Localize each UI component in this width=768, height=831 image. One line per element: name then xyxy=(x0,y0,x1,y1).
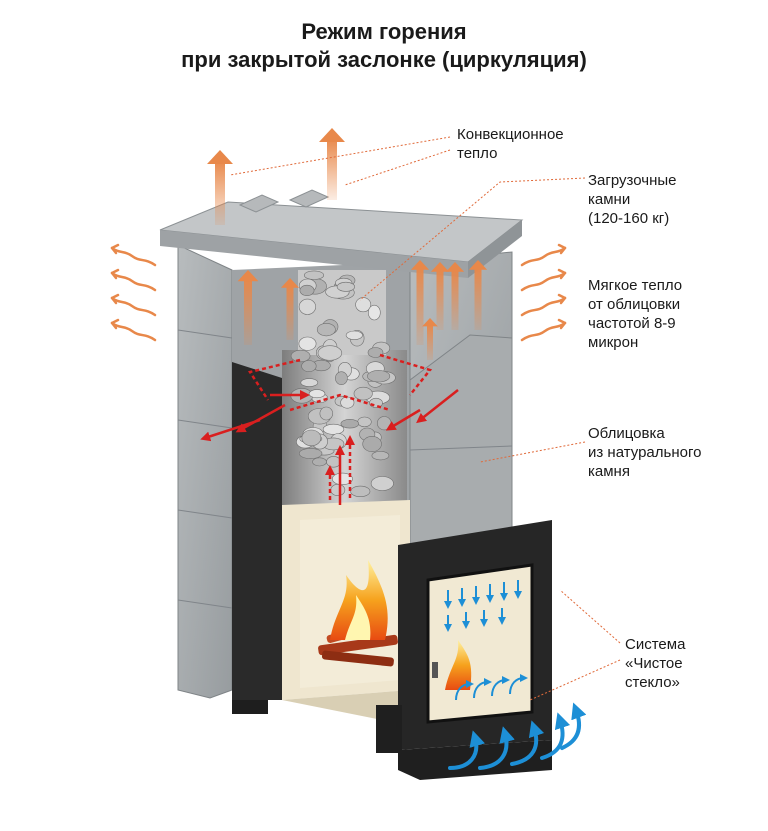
heat-arrow-head xyxy=(207,150,233,164)
heat-arrow-head xyxy=(410,260,430,270)
callout-soft-heat-line-1: Мягкое тепло xyxy=(588,277,683,294)
callout-cladding-line-1: Облицовка xyxy=(588,425,665,442)
heat-arrow-shaft xyxy=(215,160,225,225)
stone xyxy=(336,281,356,292)
heat-arrow-head xyxy=(468,260,488,270)
stone xyxy=(367,304,381,321)
stone xyxy=(308,389,326,399)
stone xyxy=(300,378,319,387)
callout-clean-glass-line-1: Система xyxy=(625,636,686,653)
circulation-flow-arrows xyxy=(200,353,459,505)
stone xyxy=(377,416,392,431)
stone xyxy=(350,485,371,498)
stone xyxy=(340,419,359,429)
callout-soft-heat: Мягкое тепло от облицовки частотой 8-9 м… xyxy=(588,276,682,352)
heat-arrow-head xyxy=(319,128,345,142)
title-line-1: Режим горения xyxy=(301,19,467,44)
stone xyxy=(301,429,322,447)
stone xyxy=(357,416,372,428)
heat-arrow-shaft xyxy=(416,267,424,345)
callout-clean-glass-line-2: «Чистое xyxy=(625,655,683,672)
callout-convection: Конвекционное тепло xyxy=(457,125,564,163)
callout-cladding: Облицовка из натурального камня xyxy=(588,424,701,481)
radiant-heat-left xyxy=(110,243,157,342)
stone xyxy=(303,270,324,280)
stone-top-slab xyxy=(159,189,524,278)
stone xyxy=(290,349,311,363)
heat-arrow-shaft xyxy=(451,269,459,330)
callout-convection-line-1: Конвекционное xyxy=(457,126,564,143)
stone xyxy=(312,457,327,467)
heat-arrow-shaft xyxy=(327,138,337,200)
convection-heat-arrows xyxy=(207,128,488,360)
stone xyxy=(299,284,315,296)
heat-arrow-head xyxy=(280,278,300,288)
callout-stones-line-2: камни xyxy=(588,191,631,208)
callout-stones-line-3: (120-160 кг) xyxy=(588,210,670,227)
stone-cladding-left xyxy=(177,244,233,699)
stone xyxy=(298,298,317,315)
stone xyxy=(367,370,391,383)
stone xyxy=(335,371,348,386)
callout-convection-line-2: тепло xyxy=(457,145,498,162)
diagram-title: Режим горения при закрытой заслонке (цир… xyxy=(0,18,768,74)
heat-arrow-shaft xyxy=(427,324,433,360)
stone xyxy=(367,347,384,358)
callout-soft-heat-line-2: от облицовки xyxy=(588,296,681,313)
callout-stones-line-1: Загрузочные xyxy=(588,172,677,189)
callout-soft-heat-line-4: микрон xyxy=(588,334,639,351)
heat-arrow-shaft xyxy=(286,285,294,340)
heat-arrow-head xyxy=(422,318,438,327)
callout-cladding-line-2: из натурального xyxy=(588,444,702,461)
stone xyxy=(319,406,333,421)
stone xyxy=(353,386,373,401)
heat-arrow-shaft xyxy=(244,278,252,345)
stone xyxy=(322,423,345,435)
stone xyxy=(298,448,323,459)
clean-glass-airflow xyxy=(444,580,528,701)
stone xyxy=(298,336,317,351)
heat-arrow-head xyxy=(237,270,259,282)
firebox-door[interactable] xyxy=(376,520,552,780)
iron-frame xyxy=(232,362,282,714)
stone xyxy=(345,330,363,340)
title-line-2: при закрытой заслонке (циркуляция) xyxy=(181,47,587,72)
stone xyxy=(301,360,317,372)
heat-arrow-shaft xyxy=(474,267,482,330)
callout-clean-glass-line-3: стекло» xyxy=(625,674,680,691)
floor-air-intake-arrows xyxy=(448,702,587,770)
callout-cladding-line-3: камня xyxy=(588,463,630,480)
stone xyxy=(316,323,336,337)
stone xyxy=(371,451,390,461)
stone xyxy=(362,435,382,452)
stone xyxy=(370,476,394,491)
stone xyxy=(330,483,346,496)
callout-soft-heat-line-3: частотой 8-9 xyxy=(588,315,676,332)
stone xyxy=(331,472,353,486)
callout-stones: Загрузочные камни (120-160 кг) xyxy=(588,171,677,228)
heat-arrow-head xyxy=(430,262,450,272)
heat-arrow-shaft xyxy=(436,269,444,330)
callout-clean-glass: Система «Чистое стекло» xyxy=(625,635,685,692)
sauna-stones xyxy=(290,270,396,498)
stone xyxy=(326,456,341,468)
radiant-heat-right xyxy=(520,243,567,342)
leader-lines xyxy=(229,136,621,701)
burning-logs xyxy=(318,560,398,667)
stone-cladding-right xyxy=(409,251,513,549)
stone xyxy=(317,345,343,361)
heat-arrow-head xyxy=(445,262,465,272)
